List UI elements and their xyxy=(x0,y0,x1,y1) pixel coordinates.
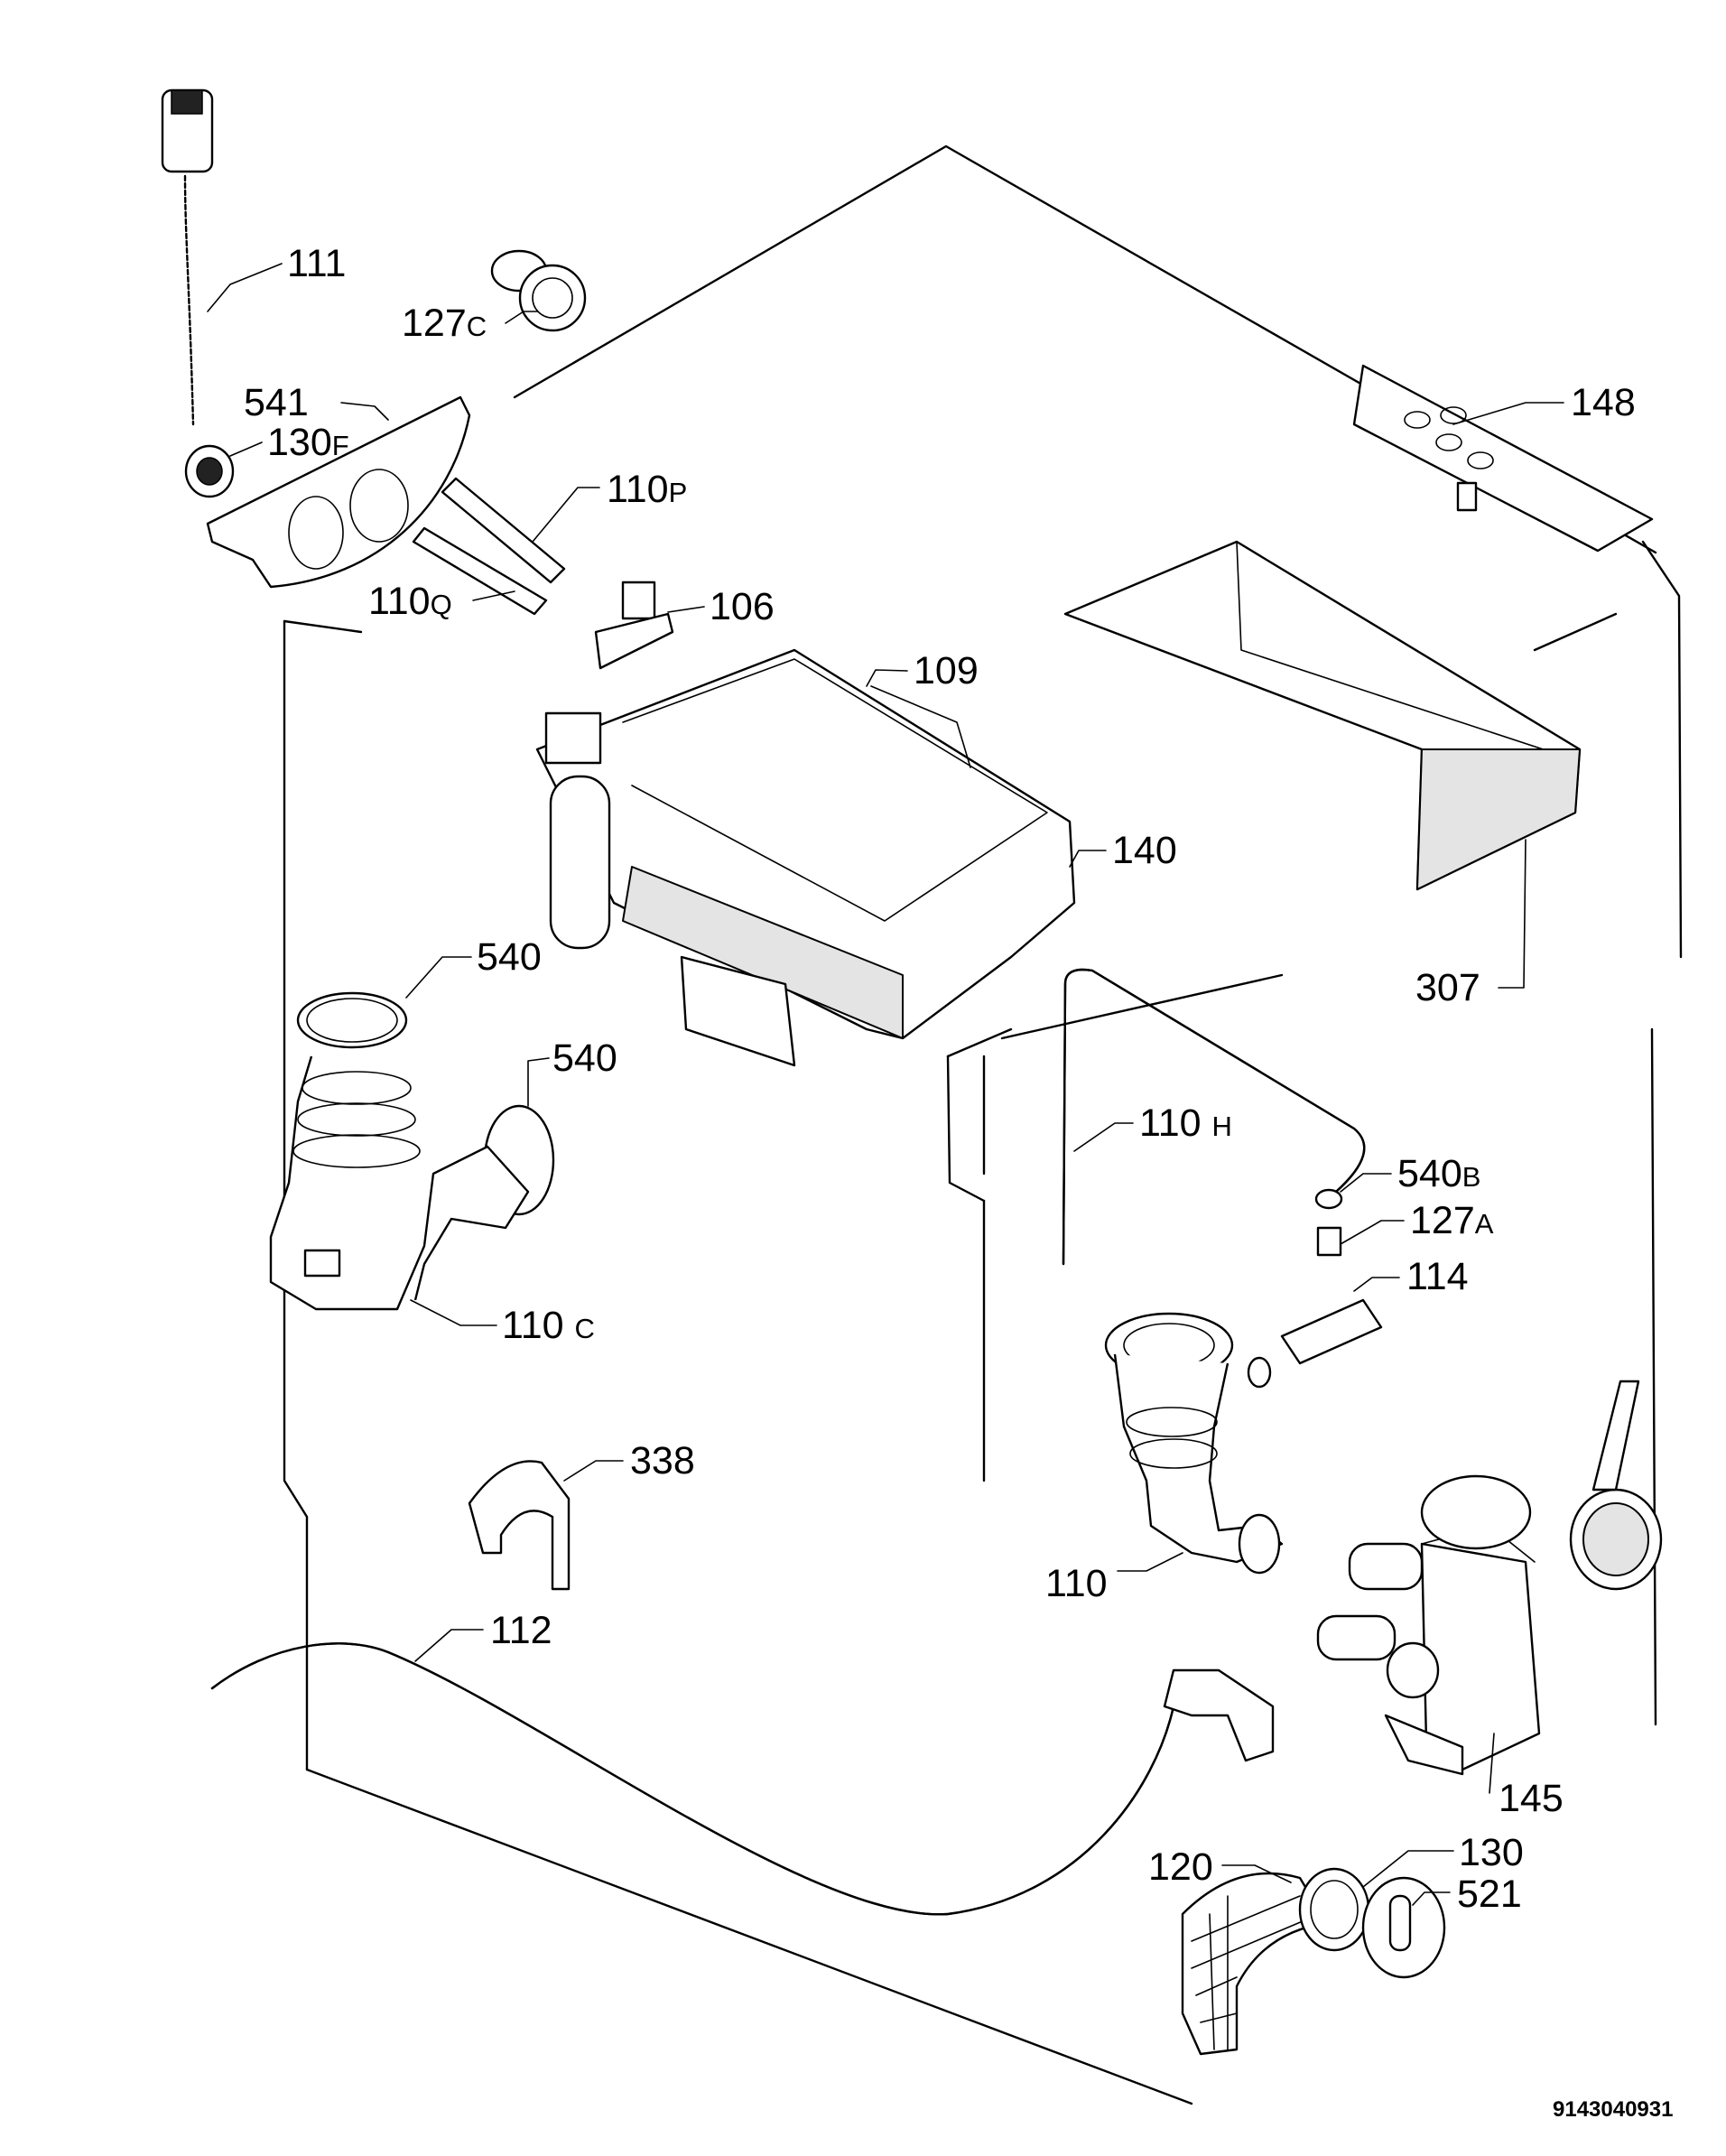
label-106: 106 xyxy=(710,585,775,628)
part-540b-127a-114 xyxy=(1280,1188,1383,1365)
callout-labels: 111 127C 541 130F 110P 110Q 106 109 148 … xyxy=(244,242,1636,1916)
label-110c: 110 C xyxy=(502,1304,595,1347)
part-338-clip xyxy=(468,1460,571,1591)
label-112: 112 xyxy=(490,1609,552,1652)
label-540-side: 540 xyxy=(552,1036,617,1080)
part-145-pump xyxy=(1316,1380,1663,1776)
part-112-outlet-hose xyxy=(210,1642,1275,1916)
label-110p: 110P xyxy=(607,468,687,511)
label-140: 140 xyxy=(1112,829,1177,872)
label-120: 120 xyxy=(1148,1845,1213,1889)
part-120-130-521-filter xyxy=(1181,1867,1446,2056)
label-540b: 540B xyxy=(1397,1152,1480,1195)
label-521: 521 xyxy=(1457,1873,1522,1916)
part-106 xyxy=(594,581,674,670)
part-148-cover xyxy=(1352,364,1654,553)
part-540-clamp-upper xyxy=(296,991,408,1049)
label-110q: 110Q xyxy=(368,580,452,623)
label-110h: 110 H xyxy=(1139,1101,1232,1145)
label-110: 110 xyxy=(1045,1562,1108,1605)
part-109-140-dispenser-housing xyxy=(535,648,1076,1067)
label-130f: 130F xyxy=(267,421,349,464)
part-110c-sump-hose xyxy=(269,1055,530,1311)
label-540-upper: 540 xyxy=(477,935,542,979)
part-307-drawer xyxy=(1063,540,1582,891)
part-541-panel xyxy=(184,395,471,589)
label-148: 148 xyxy=(1571,381,1636,424)
label-307: 307 xyxy=(1415,966,1480,1009)
leader-lines xyxy=(207,263,1564,1906)
label-130: 130 xyxy=(1459,1831,1524,1874)
label-127a: 127A xyxy=(1410,1199,1494,1242)
part-110-drain-hose xyxy=(1104,1312,1284,1575)
label-114: 114 xyxy=(1406,1255,1469,1298)
drawing-code: 9143040931 xyxy=(1553,2097,1673,2122)
label-111: 111 xyxy=(287,242,346,285)
label-145: 145 xyxy=(1499,1777,1564,1820)
part-110p-110q-tubes xyxy=(412,477,566,616)
label-541: 541 xyxy=(244,381,309,424)
label-109: 109 xyxy=(914,649,979,692)
label-127c: 127C xyxy=(402,302,487,345)
part-110h-hose xyxy=(1062,968,1366,1266)
label-338: 338 xyxy=(630,1439,695,1482)
part-127c-valve xyxy=(490,249,587,332)
part-111-inlet-hose xyxy=(161,88,214,426)
